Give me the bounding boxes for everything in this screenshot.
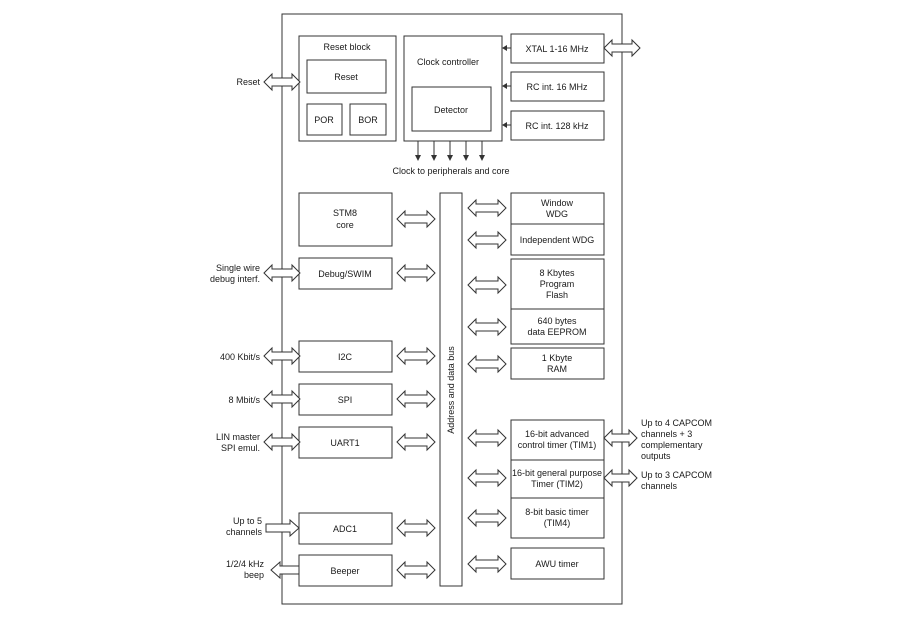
stm8-core-line-1: STM8 [333, 208, 357, 218]
tim2-ext-line-2: channels [641, 481, 678, 491]
uart-ext-line-2: SPI emul. [221, 443, 260, 453]
beeper-block [298, 554, 393, 587]
data-eeprom-block [510, 308, 605, 345]
ram-line-2: RAM [547, 364, 567, 374]
por-label: POR [314, 115, 334, 125]
detector-label: Detector [434, 105, 468, 115]
address-data-bus-label: Address and data bus [446, 346, 456, 434]
rc128-label: RC int. 128 kHz [525, 121, 589, 131]
program-flash-block [510, 258, 605, 310]
tim2-line-2: Timer (TIM2) [531, 479, 583, 489]
uart1-block [298, 426, 393, 459]
tim2-ext-line-1: Up to 3 CAPCOM [641, 470, 712, 480]
independent-wdg-block [510, 223, 605, 256]
spi-block [298, 383, 393, 416]
beep-ext-line-1: 1/2/4 kHz [226, 559, 265, 569]
tim1-line-1: 16-bit advanced [525, 429, 589, 439]
awu-timer-block [510, 547, 605, 580]
wwdg-line-2: WDG [546, 209, 568, 219]
tim1-ext-line-2: channels + 3 [641, 429, 692, 439]
tim1-line-2: control timer (TIM1) [518, 440, 597, 450]
right-bus-arrows [467, 198, 507, 574]
awu-label: AWU timer [535, 559, 578, 569]
debug-swim-label: Debug/SWIM [318, 269, 372, 279]
ram-block [510, 347, 605, 380]
tim1-ext-line-1: Up to 4 CAPCOM [641, 418, 712, 428]
tim4-line-1: 8-bit basic timer [525, 507, 589, 517]
wwdg-line-1: Window [541, 198, 574, 208]
rc16-block [510, 71, 605, 102]
window-wdg-block [510, 192, 605, 225]
spi-ext-label: 8 Mbit/s [228, 395, 260, 405]
beep-ext-line-2: beep [244, 570, 264, 580]
reset-block-title: Reset block [323, 42, 371, 52]
tim2-line-1: 16-bit general purpose [512, 468, 602, 478]
address-data-bus [439, 192, 463, 587]
adc-ext-line-1: Up to 5 [233, 516, 262, 526]
reset-box-label: Reset [334, 72, 358, 82]
adc1-block [298, 512, 393, 545]
xtal-label: XTAL 1-16 MHz [525, 44, 589, 54]
uart1-label: UART1 [330, 438, 359, 448]
uart-ext-line-1: LIN master [216, 432, 260, 442]
flash-line-3: Flash [546, 290, 568, 300]
rc16-label: RC int. 16 MHz [526, 82, 588, 92]
bor-box [349, 103, 387, 136]
reset-external-label: Reset [236, 77, 260, 87]
reset-box [306, 59, 387, 94]
tim2-block [510, 459, 605, 499]
clock-output-label: Clock to peripherals and core [392, 166, 509, 176]
tim1-ext-line-3: complementary [641, 440, 703, 450]
por-box [306, 103, 343, 136]
adc1-label: ADC1 [333, 524, 357, 534]
adc-ext-line-2: channels [226, 527, 263, 537]
oscillator-arrows [502, 45, 511, 128]
debug-swim-block [298, 257, 393, 290]
stm8-core-block [298, 192, 393, 247]
tim1-ext-line-4: outputs [641, 451, 671, 461]
i2c-ext-label: 400 Kbit/s [220, 352, 261, 362]
eeprom-line-2: data EEPROM [527, 327, 586, 337]
flash-line-2: Program [540, 279, 575, 289]
reset-arrow [263, 72, 301, 92]
swim-ext-line-1: Single wire [216, 263, 260, 273]
clock-controller-title: Clock controller [417, 57, 479, 67]
bor-label: BOR [358, 115, 378, 125]
ram-line-1: 1 Kbyte [542, 353, 573, 363]
left-bus-arrows [396, 209, 436, 580]
i2c-label: I2C [338, 352, 353, 362]
beeper-label: Beeper [330, 566, 359, 576]
spi-label: SPI [338, 395, 353, 405]
left-external-arrows [263, 263, 301, 580]
clock-output-arrows [415, 141, 485, 161]
tim4-line-2: (TIM4) [544, 518, 571, 528]
i2c-block [298, 340, 393, 373]
stm8-core-line-2: core [336, 220, 354, 230]
flash-line-1: 8 Kbytes [539, 268, 575, 278]
eeprom-line-1: 640 bytes [537, 316, 577, 326]
tim4-block [510, 497, 605, 539]
detector-box [411, 86, 492, 132]
xtal-external-arrow [603, 38, 641, 58]
iwdg-label: Independent WDG [520, 235, 595, 245]
swim-ext-line-2: debug interf. [210, 274, 260, 284]
right-external-arrows [603, 428, 638, 488]
